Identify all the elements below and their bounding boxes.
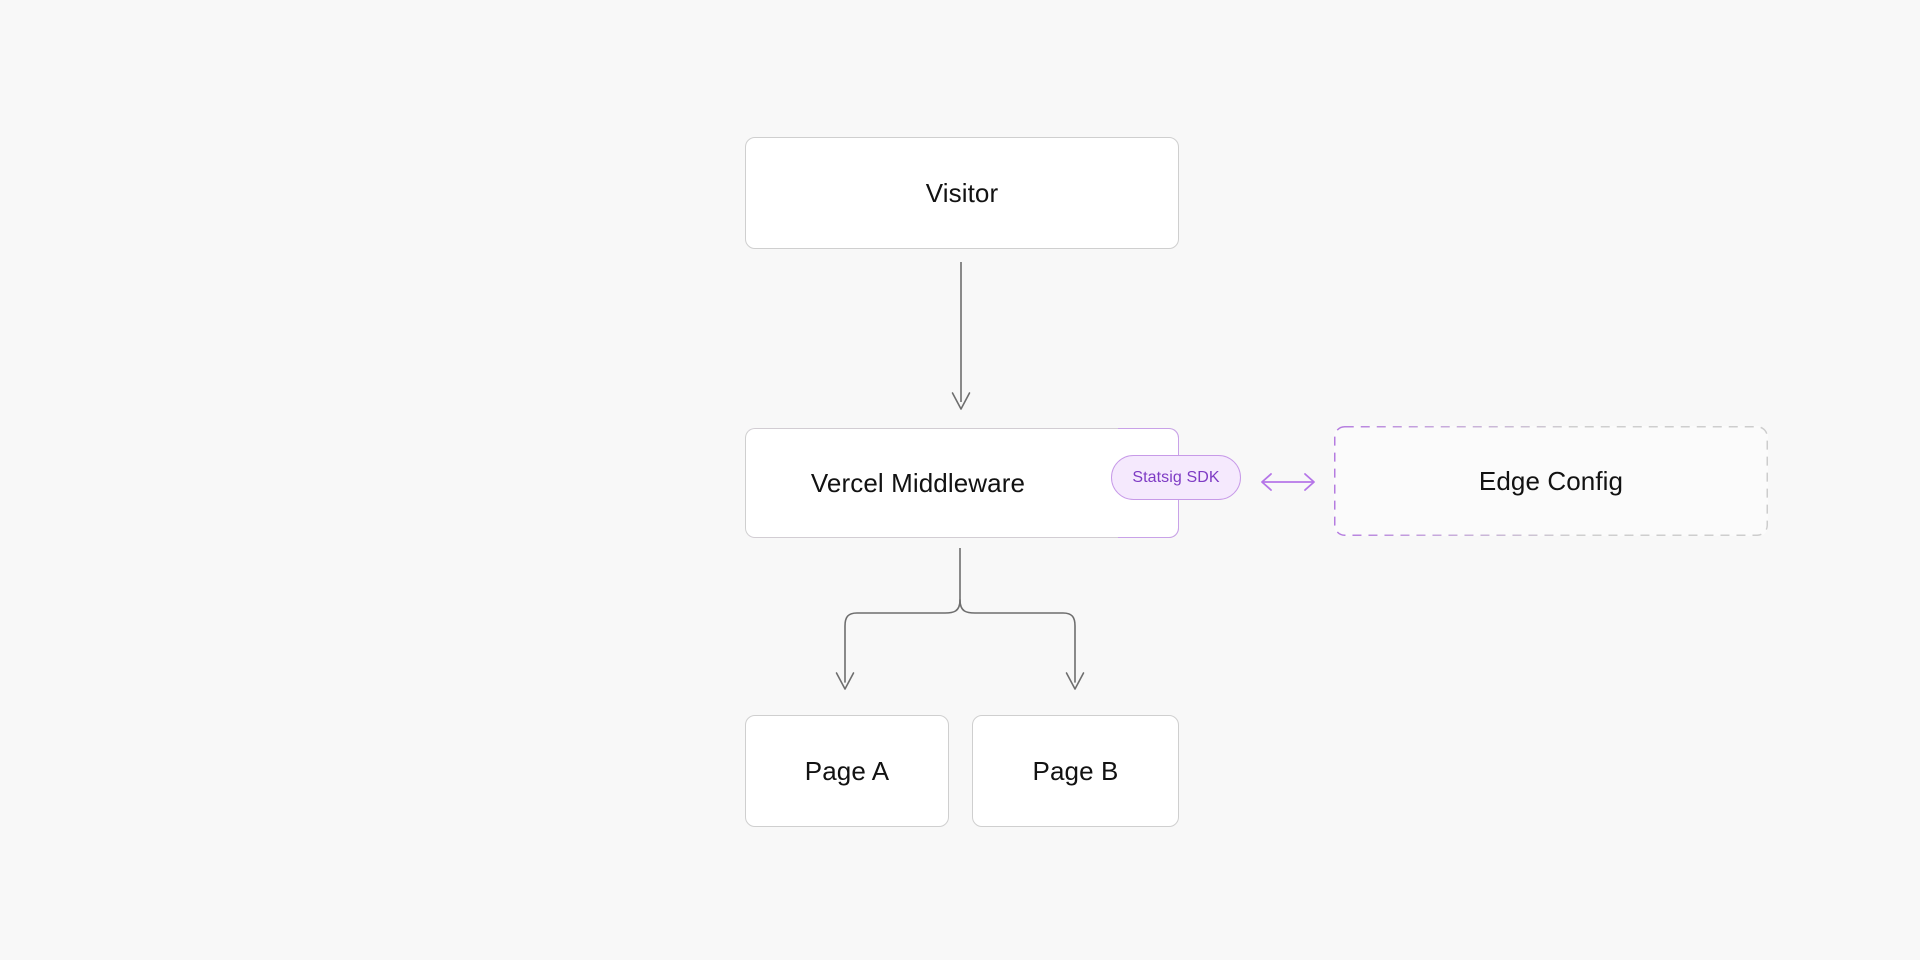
node-vercel-middleware-label: Vercel Middleware: [810, 468, 1026, 498]
node-edge-config[interactable]: Edge Config: [1334, 426, 1768, 536]
node-visitor[interactable]: Visitor: [745, 137, 1179, 249]
node-page-b-label: Page B: [1032, 756, 1119, 786]
node-edge-config-label: Edge Config: [1478, 466, 1624, 496]
badge-statsig-sdk-label: Statsig SDK: [1132, 468, 1220, 486]
node-page-a-label: Page A: [804, 756, 890, 786]
node-vercel-middleware[interactable]: Vercel Middleware: [745, 428, 1179, 538]
node-page-a[interactable]: Page A: [745, 715, 949, 827]
node-visitor-label: Visitor: [925, 178, 999, 208]
edge-visitor-to-middleware: [951, 262, 971, 410]
edge-statsig-to-edge-config: [1261, 473, 1315, 491]
edge-middleware-branch: [835, 548, 1085, 690]
node-page-b[interactable]: Page B: [972, 715, 1179, 827]
badge-statsig-sdk[interactable]: Statsig SDK: [1111, 455, 1241, 500]
